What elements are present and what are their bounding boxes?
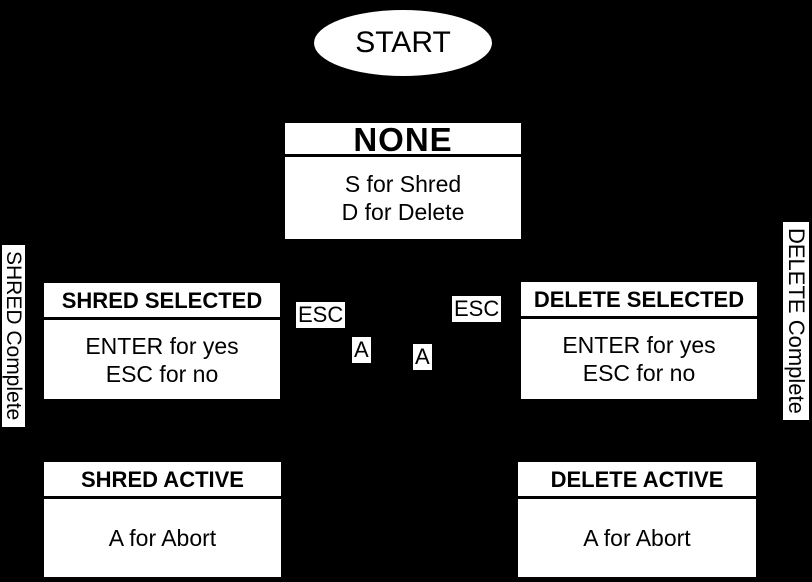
state-body-line: ENTER for yes (85, 332, 239, 359)
state-delete-active: DELETE ACTIVE A for Abort (518, 462, 756, 577)
state-body-line: S for Shred (344, 171, 462, 197)
edge-label-abort-left: A (352, 337, 371, 363)
state-title: DELETE SELECTED (521, 282, 757, 319)
edge-label-shred-complete: SHRED Complete (2, 245, 25, 427)
state-body-line: A for Abort (583, 525, 691, 551)
edge-label-abort-right: A (413, 344, 432, 370)
state-title: SHRED ACTIVE (44, 462, 281, 499)
state-body: A for Abort (44, 499, 281, 577)
state-title: DELETE ACTIVE (518, 462, 756, 499)
state-body: ENTER for yes ESC for no (44, 320, 280, 399)
state-body: S for Shred D for Delete (285, 157, 521, 239)
state-shred-selected: SHRED SELECTED ENTER for yes ESC for no (44, 283, 280, 399)
edge-label-esc-right: ESC (452, 296, 502, 322)
state-body-line: ESC for no (105, 360, 219, 387)
state-body-line: A for Abort (108, 525, 217, 551)
edge-label-delete-complete: DELETE Complete (783, 222, 809, 420)
state-none: NONE S for Shred D for Delete (285, 123, 521, 239)
start-node: START (314, 10, 492, 76)
state-body-line: D for Delete (341, 199, 465, 225)
state-title: NONE (285, 123, 521, 157)
state-body-line: ENTER for yes (562, 332, 716, 358)
state-body: A for Abort (518, 499, 756, 577)
state-body: ENTER for yes ESC for no (521, 319, 757, 399)
state-title: SHRED SELECTED (44, 283, 280, 320)
state-delete-selected: DELETE SELECTED ENTER for yes ESC for no (521, 282, 757, 399)
start-label: START (355, 26, 451, 59)
state-shred-active: SHRED ACTIVE A for Abort (44, 462, 281, 577)
edge-label-esc-left: ESC (296, 302, 346, 328)
state-body-line: ESC for no (582, 360, 696, 386)
